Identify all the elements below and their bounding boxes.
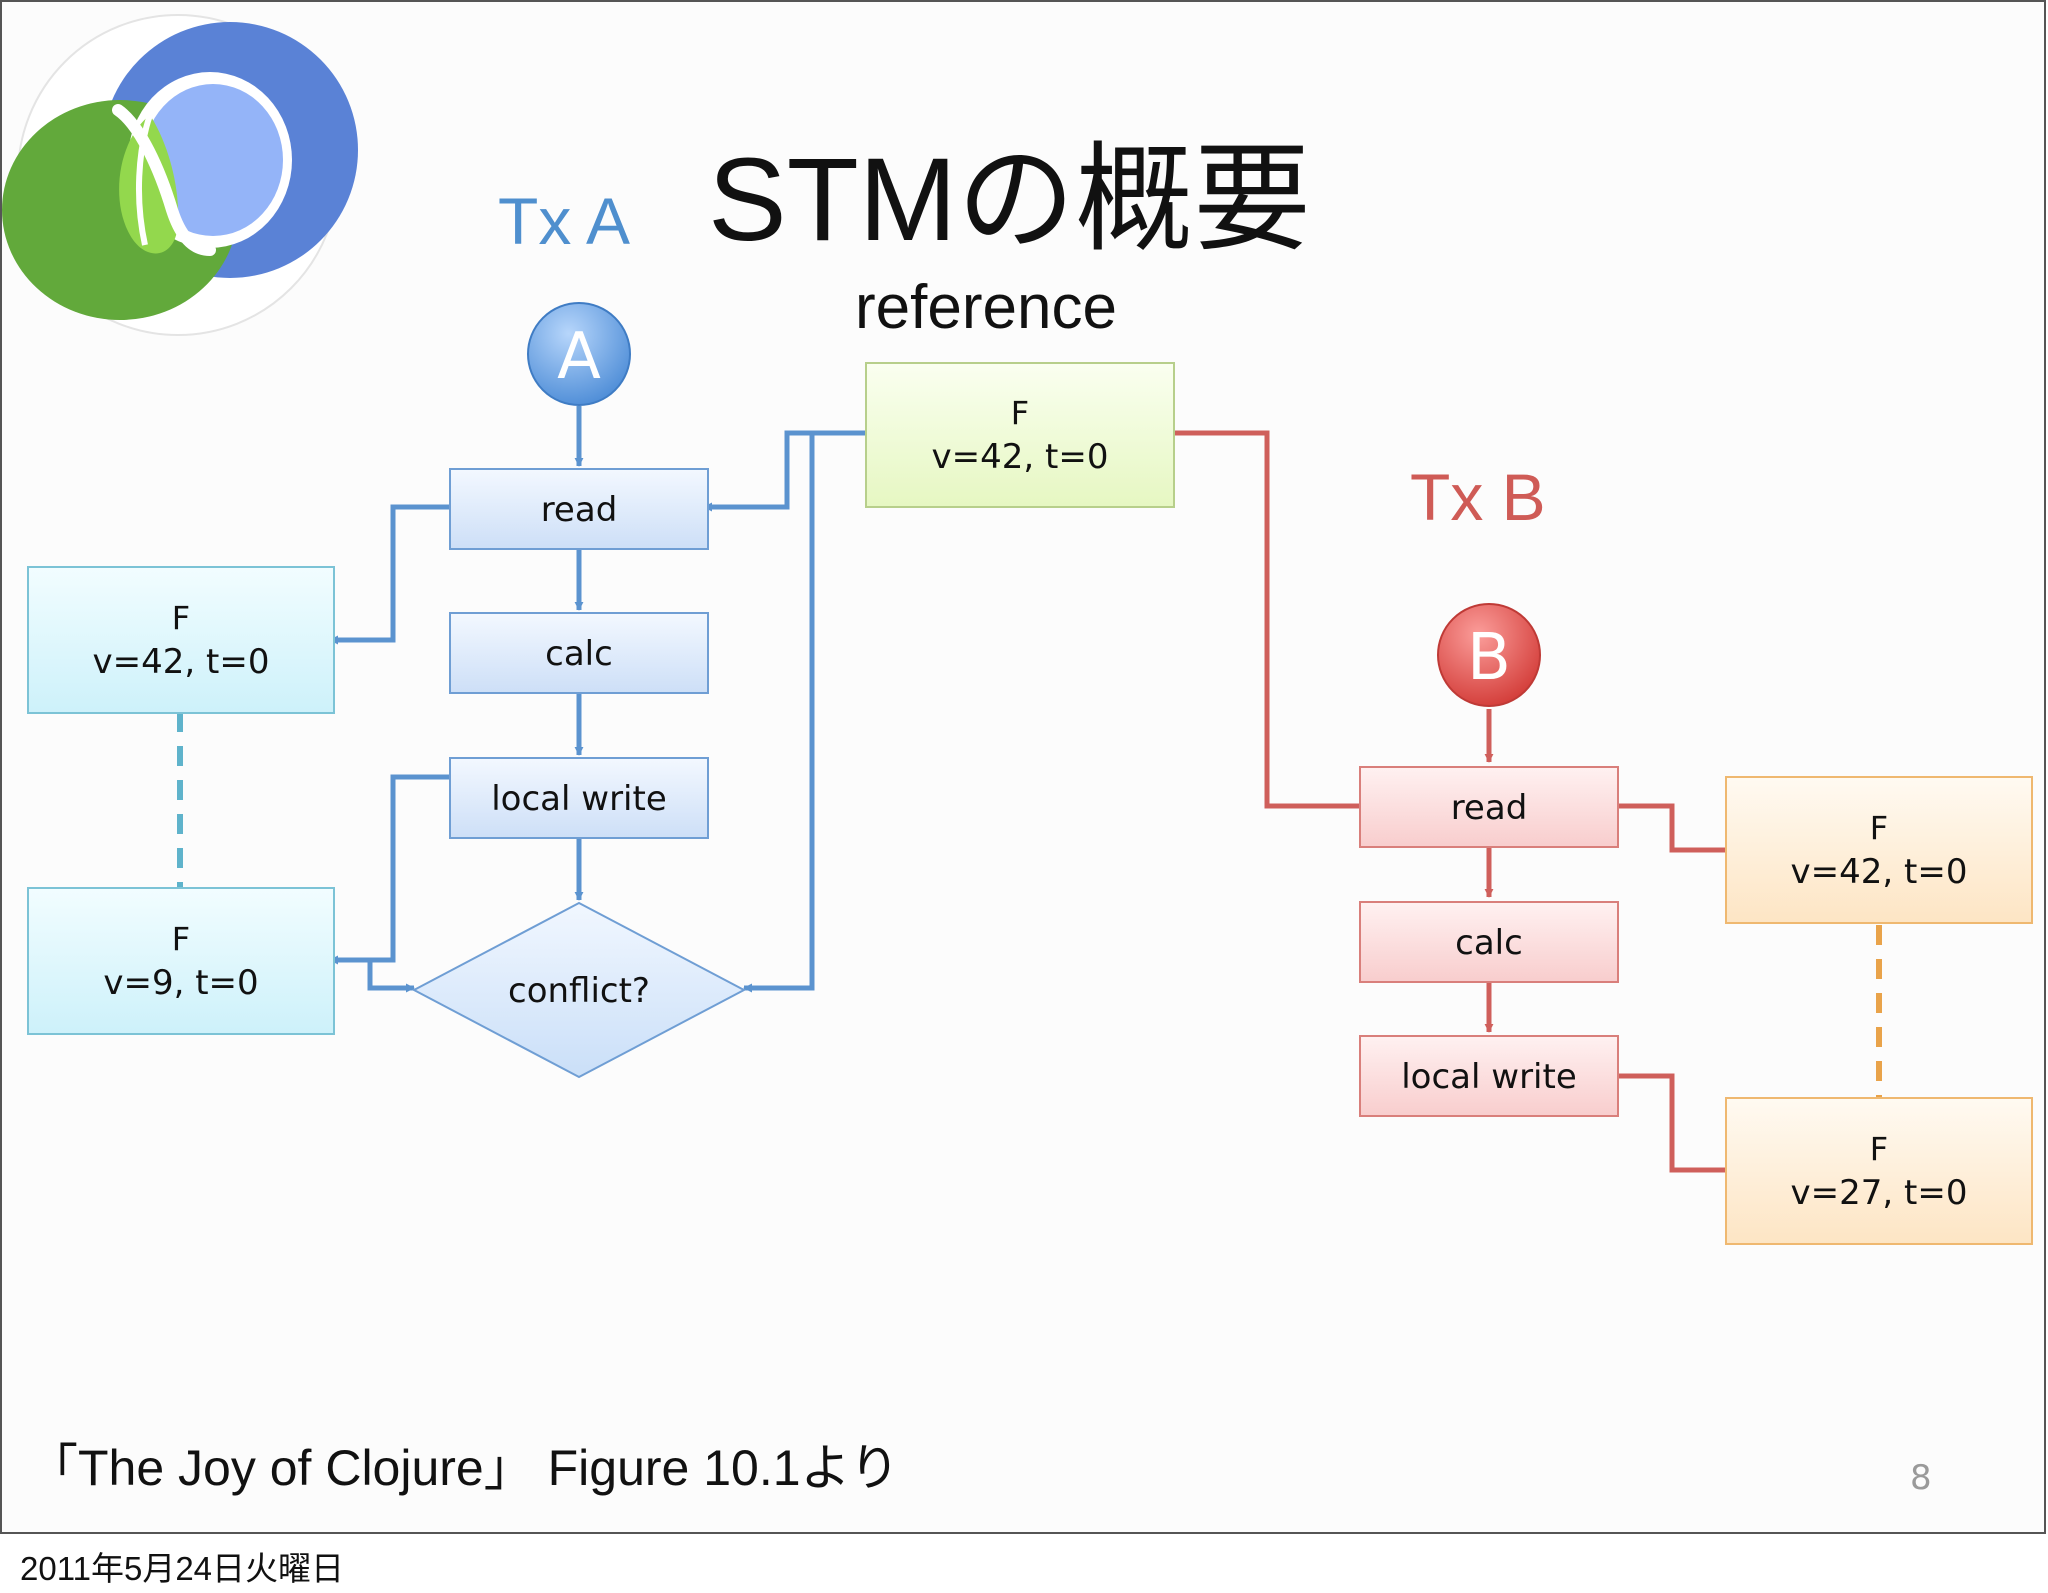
arrow-reference-to-read-b [1174, 430, 1371, 811]
step-calc-b: calc [1359, 901, 1619, 983]
step-local-write-a: local write [449, 757, 709, 839]
local-copy-b2: F v=27, t=0 [1725, 1097, 2033, 1245]
figure-caption: 「The Joy of Clojure」 Figure 10.1より [28, 1440, 900, 1496]
slide-frame [0, 0, 2046, 1534]
local-copy-a2-line1: F [172, 920, 190, 958]
tx-a-label: Tx A [498, 184, 630, 258]
local-copy-b1-line1: F [1870, 809, 1888, 847]
step-local-write-b: local write [1359, 1035, 1619, 1117]
arrow-reference-to-conflict-a [743, 430, 866, 993]
local-copy-a2: F v=9, t=0 [27, 887, 335, 1035]
decision-conflict-a-label: conflict? [508, 971, 650, 1011]
reference-box-line2: v=42, t=0 [932, 437, 1109, 477]
step-read-a-label: read [541, 490, 618, 530]
reference-box-line1: F [1011, 394, 1029, 432]
local-copy-b2-line1: F [1870, 1130, 1888, 1168]
start-node-a-label: A [557, 320, 601, 394]
step-read-b-label: read [1451, 788, 1528, 828]
step-calc-b-label: calc [1455, 923, 1523, 963]
page-number: 8 [1910, 1458, 1932, 1498]
footer-date: 2011年5月24日火曜日 [20, 1550, 345, 1587]
decision-conflict-a: conflict? [411, 901, 747, 1079]
step-read-b: read [1359, 766, 1619, 848]
start-node-a: A [527, 302, 631, 406]
start-node-b: B [1437, 603, 1541, 707]
clojure-logo [2, 14, 358, 336]
local-copy-b1-line2: v=42, t=0 [1791, 852, 1968, 892]
reference-box: F v=42, t=0 [865, 362, 1175, 508]
arrow-copy-a2-to-conflict [367, 960, 415, 993]
start-node-b-label: B [1467, 621, 1511, 695]
slide-title: STMの概要 [708, 134, 1311, 266]
local-copy-b2-line2: v=27, t=0 [1791, 1173, 1968, 1213]
local-copy-a1: F v=42, t=0 [27, 566, 335, 714]
arrow-read-to-copy-a1 [329, 504, 450, 645]
step-local-write-a-label: local write [491, 779, 667, 819]
reference-label: reference [855, 273, 1117, 342]
tx-b-label: Tx B [1410, 460, 1546, 534]
step-calc-a-label: calc [545, 634, 613, 674]
local-copy-b1: F v=42, t=0 [1725, 776, 2033, 924]
arrow-write-to-copy-a2 [329, 774, 450, 965]
local-copy-a2-line2: v=9, t=0 [103, 963, 258, 1003]
step-read-a: read [449, 468, 709, 550]
arrow-reference-to-read-a [703, 430, 866, 512]
arrow-write-to-copy-b2 [1618, 1073, 1739, 1175]
local-copy-a1-line1: F [172, 599, 190, 637]
step-calc-a: calc [449, 612, 709, 694]
step-local-write-b-label: local write [1401, 1057, 1577, 1097]
arrow-read-to-copy-b1 [1618, 803, 1739, 855]
local-copy-a1-line2: v=42, t=0 [93, 642, 270, 682]
